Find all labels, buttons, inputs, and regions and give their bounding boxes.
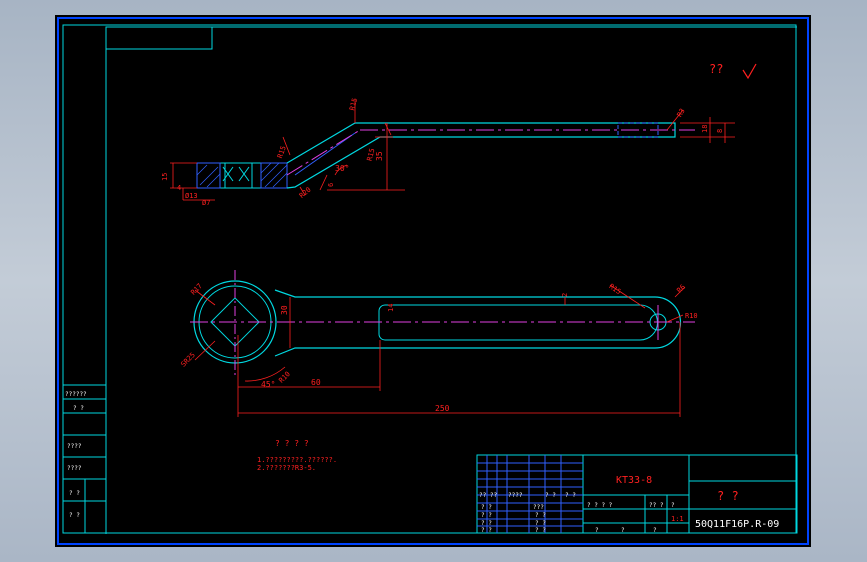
- title-row-left-3: ? ?: [481, 520, 492, 527]
- front-hatched-section-2: [260, 162, 288, 189]
- top-dim-r10: R10: [685, 312, 698, 320]
- front-dim-d7: Ø7: [202, 199, 210, 207]
- drawing-sheet: ??: [55, 15, 811, 547]
- top-handle-pocket: [378, 304, 658, 341]
- outer-border: [57, 17, 809, 545]
- title-bottom-cell-1: ? ? ? ?: [587, 502, 613, 509]
- scale-value: 1:1: [671, 515, 684, 523]
- left-strip-cell-5: ? ?: [69, 490, 80, 497]
- title-sign-col-4: ? ?: [565, 492, 576, 499]
- front-dim-d13: Ø13: [185, 192, 198, 200]
- front-dim-4: 4: [177, 184, 181, 192]
- top-dim-30: 30: [280, 305, 289, 315]
- title-bottom-cell-5: ?: [621, 527, 625, 534]
- left-strip-cell-6: ? ?: [69, 512, 80, 519]
- top-square-socket: [210, 297, 260, 347]
- title-row-left-1: ? ?: [481, 504, 492, 511]
- top-dim-250: 250: [435, 404, 450, 413]
- title-row-mid-2: ? ?: [535, 512, 546, 519]
- top-dim-r6: R6: [675, 283, 687, 295]
- title-row-mid-1: ???: [533, 504, 544, 511]
- part-name: KT33-8: [616, 475, 652, 486]
- left-strip-cell-4: ????: [67, 465, 82, 472]
- front-dim-r3: R3: [676, 107, 687, 118]
- top-dim-2: 2: [561, 293, 569, 297]
- top-dim-r15: R15: [607, 282, 622, 296]
- top-left-code-box: [105, 26, 213, 50]
- title-row-left-4: ? ?: [481, 527, 492, 534]
- front-dim-15: 15: [161, 173, 169, 181]
- left-strip-cell-1: ??????: [65, 391, 87, 398]
- front-dim-angle: 30°: [335, 164, 349, 173]
- top-dim-r17: R17: [189, 282, 204, 297]
- drawing-number: 50Q11F16P.R-09: [695, 519, 779, 530]
- front-dim-6: 6: [327, 183, 335, 187]
- tech-req-title: ? ? ? ?: [275, 439, 309, 448]
- front-dim-r15-left: R15: [276, 145, 288, 160]
- top-view: R17 30 14 SR25 45° R10 R15 R6 R10 2 60 2…: [179, 270, 698, 417]
- front-dim-r15-mid: R15: [366, 148, 377, 162]
- tech-req-2: 2.???????R3-5.: [257, 464, 316, 472]
- title-bottom-cell-2: ?? ?: [649, 502, 664, 509]
- title-row-left-2: ? ?: [481, 512, 492, 519]
- front-bent-arm: [286, 122, 676, 189]
- title-bottom-cell-3: ?: [671, 502, 675, 509]
- roughness-check-icon: [742, 63, 757, 80]
- company-name: ? ?: [717, 489, 739, 503]
- inner-frame: [62, 24, 797, 534]
- title-sign-col-3: ? ?: [545, 492, 556, 499]
- title-bottom-cell-6: ?: [653, 527, 657, 534]
- front-dim-8: 8: [716, 129, 724, 133]
- title-bottom-cell-4: ?: [595, 527, 599, 534]
- left-strip: [62, 384, 107, 534]
- title-row-mid-3: ? ?: [535, 520, 546, 527]
- front-dim-18: 18: [701, 125, 709, 133]
- front-view: R15 R15 R15 R20 30° 35 6 15 4 Ø13 Ø7 R3 …: [161, 97, 735, 207]
- title-sign-col-2: ????: [508, 492, 523, 499]
- tech-req-1: 1.?????????.??????.: [257, 456, 337, 464]
- title-block: [476, 454, 798, 534]
- top-dim-14: 14: [387, 304, 395, 312]
- cad-drawing: ??: [57, 17, 809, 545]
- left-strip-cell-3: ????: [67, 443, 82, 450]
- top-dim-sr25: SR25: [179, 351, 197, 369]
- title-sign-col-1: ?? ??: [479, 492, 497, 499]
- top-dim-r10a: R10: [277, 370, 292, 385]
- top-handle: [274, 289, 682, 357]
- top-dim-60: 60: [311, 378, 321, 387]
- title-row-mid-4: ? ?: [535, 527, 546, 534]
- roughness-note: ??: [709, 62, 723, 76]
- left-strip-cell-2: ? ?: [73, 405, 84, 412]
- front-dim-35: 35: [375, 151, 384, 161]
- top-dim-45: 45°: [261, 380, 275, 389]
- front-dim-r15-top: R15: [348, 97, 359, 111]
